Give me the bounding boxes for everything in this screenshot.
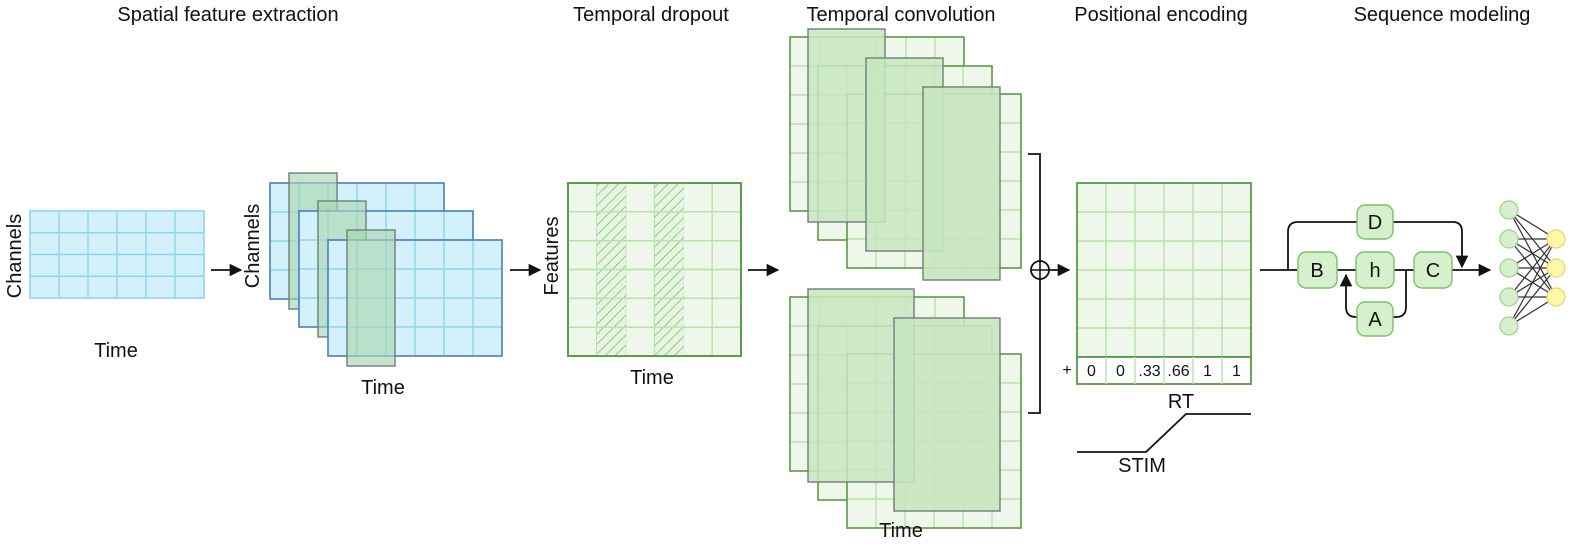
- ssm-skip-path: [1287, 221, 1358, 270]
- output-neural-network: [1499, 200, 1566, 336]
- ssm-node-d: D: [1356, 204, 1394, 240]
- ssm-node-c-label: C: [1426, 260, 1440, 282]
- posenc-value-6: 1: [1232, 363, 1241, 380]
- title-spatial-feature-extraction: Spatial feature extraction: [117, 4, 338, 26]
- nn-output-node-1: [1546, 229, 1566, 249]
- posenc-value-5: 1: [1203, 363, 1212, 380]
- concatenation-bracket: [1028, 153, 1041, 414]
- posenc-value-4: .66: [1167, 363, 1189, 380]
- posenc-value-row: 0 0 .33 .66 1 1: [1076, 356, 1252, 385]
- ssm-node-a: A: [1356, 301, 1394, 337]
- input-y-label: Channels: [4, 214, 26, 299]
- nn-connection: [1508, 267, 1557, 327]
- posenc-plus-sign: +: [1062, 362, 1071, 379]
- stack-layer-3-border: [327, 239, 503, 357]
- posenc-grid: [1076, 182, 1252, 358]
- stim-rt-ramp-curve: [1077, 413, 1251, 453]
- positional-encoding-grid: [1076, 182, 1252, 358]
- rt-label: RT: [1168, 391, 1194, 413]
- input-x-label: Time: [94, 340, 138, 362]
- ssm-recurrence-loop: [1346, 270, 1407, 318]
- conv-window-3: [346, 229, 396, 367]
- spatial-feature-map-stack: [269, 172, 503, 367]
- input-channels-time-grid: [29, 210, 205, 299]
- input-grid-border: [29, 210, 205, 299]
- nn-connection: [1508, 238, 1557, 327]
- nn-input-node-4: [1499, 287, 1519, 307]
- stack-y-label: Channels: [242, 204, 264, 289]
- nn-input-node-1: [1499, 200, 1519, 220]
- posenc-value-3: .33: [1138, 363, 1160, 380]
- tconv-top-kernel-3: [922, 86, 1001, 281]
- ssm-skip-path-out: [1392, 221, 1469, 269]
- ssm-node-b-label: B: [1310, 260, 1323, 282]
- nn-input-node-3: [1499, 258, 1519, 278]
- ssm-node-c: C: [1413, 251, 1453, 289]
- nn-input-node-5: [1499, 316, 1519, 336]
- posenc-value-1: 0: [1087, 363, 1096, 380]
- nn-output-node-3: [1546, 287, 1566, 307]
- temporal-dropout-grid: [567, 182, 742, 357]
- nn-connection: [1508, 238, 1557, 298]
- title-positional-encoding: Positional encoding: [1074, 4, 1247, 26]
- stack-x-label: Time: [361, 377, 405, 399]
- ssm-node-h-label: h: [1369, 260, 1380, 282]
- title-sequence-modeling: Sequence modeling: [1354, 4, 1531, 26]
- posenc-value-2: 0: [1116, 363, 1125, 380]
- title-temporal-dropout: Temporal dropout: [573, 4, 729, 26]
- ssm-node-d-label: D: [1368, 212, 1382, 234]
- tconv-x-label: Time: [879, 520, 923, 542]
- ssm-node-h: h: [1355, 251, 1395, 289]
- ssm-node-b: B: [1297, 251, 1338, 289]
- stim-label: STIM: [1118, 455, 1166, 477]
- nn-output-node-2: [1546, 258, 1566, 278]
- temporal-convolution-stack-bottom: [789, 288, 1022, 529]
- dropout-y-label: Features: [541, 217, 563, 296]
- temporal-convolution-stack-top: [789, 28, 1022, 281]
- input-grid: [29, 210, 205, 299]
- dropout-x-label: Time: [630, 367, 674, 389]
- ssm-node-a-label: A: [1368, 309, 1382, 331]
- title-temporal-convolution: Temporal convolution: [807, 4, 996, 26]
- dropout-border: [567, 182, 742, 357]
- tconv-bottom-kernel-2: [893, 317, 1001, 512]
- nn-input-node-2: [1499, 229, 1519, 249]
- sequence-model-block: B h C D A: [1260, 204, 1492, 337]
